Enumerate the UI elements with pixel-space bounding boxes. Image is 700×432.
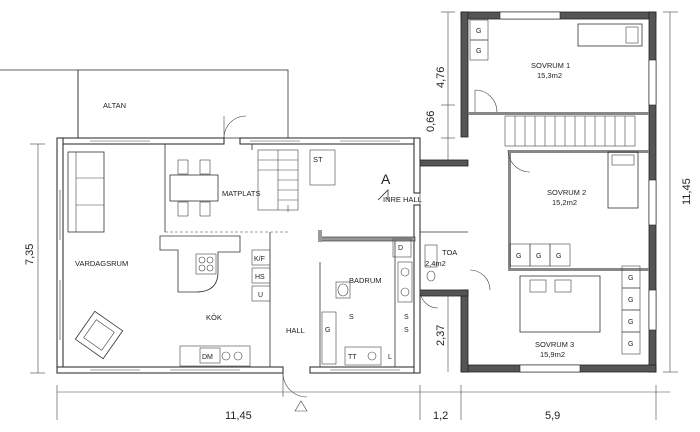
room-label-matplats: MATPLATS xyxy=(222,189,260,198)
fixture-s-1: S xyxy=(349,314,354,321)
dimension-top-wing-b: 0,66 xyxy=(425,111,437,132)
main-staircase xyxy=(257,149,336,212)
bed-sovrum-1 xyxy=(577,23,643,47)
fixture-g-s1a: G xyxy=(476,28,481,35)
fixture-s-3: S xyxy=(404,327,409,334)
bedroom-wing-walls xyxy=(419,11,657,373)
fixture-g-s3c: G xyxy=(628,319,633,326)
room-area-toa: 2,4m2 xyxy=(425,259,446,268)
dimension-top-wing-a: 4,76 xyxy=(435,67,447,88)
dimension-lines xyxy=(30,11,678,420)
fixture-g-s3a: G xyxy=(628,275,633,282)
fixture-tt: TT xyxy=(348,354,357,361)
dimension-bottom-mid: 1,2 xyxy=(433,410,448,422)
bathroom-fixtures xyxy=(321,244,438,366)
room-labels: ALTAN VARDAGSRUM MATPLATS KÖK HALL BADRU… xyxy=(75,61,586,359)
fixture-g-s3d: G xyxy=(628,341,633,348)
door-arcs xyxy=(223,89,531,398)
room-label-inre-hall: INRE HALL xyxy=(383,195,422,204)
svg-text:A: A xyxy=(381,171,391,187)
room-label-sovrum-1: SOVRUM 1 xyxy=(531,61,570,70)
fixture-g-s2b: G xyxy=(536,253,541,260)
fixture-s-2: S xyxy=(404,314,409,321)
fixture-g-s3b: G xyxy=(628,297,633,304)
fixture-g-s2a: G xyxy=(516,253,521,260)
kitchen-island xyxy=(159,235,241,293)
room-label-kok: KÖK xyxy=(206,313,222,322)
sofa xyxy=(67,151,105,233)
fixture-g-badrum: G xyxy=(325,327,330,334)
dining-table xyxy=(169,159,219,217)
fixture-u: U xyxy=(258,292,263,299)
fixture-hs: HS xyxy=(255,274,265,281)
room-label-st: ST xyxy=(313,155,323,164)
dimension-left-height: 7,35 xyxy=(24,244,36,265)
fixture-l: L xyxy=(388,354,392,361)
bed-sovrum-3 xyxy=(519,275,601,333)
wardrobes xyxy=(469,19,641,355)
room-label-toa: TOA xyxy=(442,248,457,257)
fixture-d: D xyxy=(398,245,403,252)
room-area-sovrum-1: 15,3m2 xyxy=(537,71,562,80)
room-label-hall: HALL xyxy=(286,326,305,335)
dimension-bottom-main: 11,45 xyxy=(225,410,252,422)
fixture-kf: K/F xyxy=(254,256,265,263)
room-area-sovrum-2: 15,2m2 xyxy=(552,198,577,207)
armchair xyxy=(74,310,124,360)
interior-walls xyxy=(164,144,468,367)
main-house-walls xyxy=(56,137,421,374)
dimension-right-height: 11,45 xyxy=(681,178,693,205)
fixture-dm: DM xyxy=(202,354,213,361)
kitchen-counter xyxy=(179,345,251,367)
section-marker-a: A xyxy=(377,171,391,201)
fixture-g-s1b: G xyxy=(476,48,481,55)
room-label-sovrum-3: SOVRUM 3 xyxy=(535,340,574,349)
wing-staircase xyxy=(504,115,636,147)
fixture-g-s2c: G xyxy=(556,253,561,260)
room-label-altan: ALTAN xyxy=(103,101,126,110)
dimension-bottom-right: 5,9 xyxy=(545,410,560,422)
room-area-sovrum-3: 15,9m2 xyxy=(540,350,565,359)
room-label-sovrum-2: SOVRUM 2 xyxy=(547,188,586,197)
fixture-labels: K/F HS U DM D G S S S TT L G G G G G G G… xyxy=(199,28,633,364)
room-label-badrum: BADRUM xyxy=(349,276,382,285)
altan-deck xyxy=(0,69,289,139)
room-label-vardagsrum: VARDAGSRUM xyxy=(75,259,128,268)
dimension-lower-wing: 2,37 xyxy=(435,325,447,346)
bed-sovrum-2 xyxy=(607,151,639,209)
entrance-marker xyxy=(294,400,308,412)
